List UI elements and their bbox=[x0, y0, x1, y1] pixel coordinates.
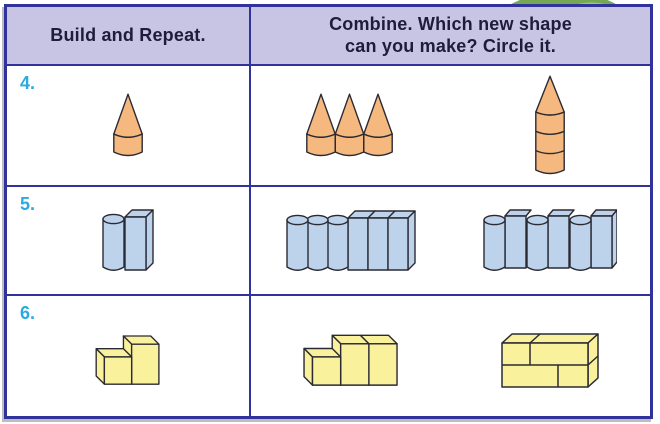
build-figure-cube-prism-step bbox=[95, 326, 161, 386]
row-4-build-cell: 4. bbox=[7, 66, 251, 187]
header-combine: Combine. Which new shape can you make? C… bbox=[251, 7, 650, 66]
row-5-build-cell: 5. bbox=[7, 187, 251, 296]
row-5-option-grouped-row[interactable] bbox=[251, 206, 451, 276]
header-label-build: Build and Repeat. bbox=[50, 24, 206, 45]
row-5-option-alternating-row[interactable] bbox=[451, 206, 651, 276]
row-4-combine-cell bbox=[251, 66, 650, 187]
row-4-option-cone-tower[interactable] bbox=[451, 75, 651, 177]
row-5-number: 5. bbox=[20, 194, 36, 214]
build-and-combine-table: Build and Repeat. Combine. Which new sha… bbox=[4, 4, 653, 419]
row-5-combine-cell bbox=[251, 187, 650, 296]
row-4-number: 4. bbox=[20, 73, 36, 93]
row-6-build-cell: 6. bbox=[7, 296, 251, 416]
row-6-option-step-shape[interactable] bbox=[251, 325, 451, 387]
header-build-and-repeat: Build and Repeat. bbox=[7, 7, 251, 66]
build-figure-cylinder-prism bbox=[101, 206, 155, 276]
row-4-option-three-cones-row[interactable] bbox=[251, 92, 451, 159]
row-6-option-brick-prism[interactable] bbox=[451, 323, 651, 389]
header-label-combine: Combine. Which new shape can you make? C… bbox=[329, 14, 572, 56]
row-6-number: 6. bbox=[20, 303, 36, 323]
row-6-combine-cell bbox=[251, 296, 650, 416]
build-figure-cone-cylinder bbox=[111, 93, 145, 159]
